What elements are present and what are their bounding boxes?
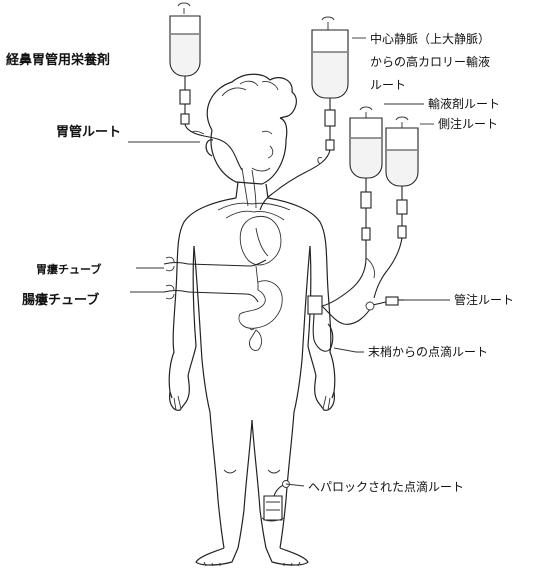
label-side-injection-route: 側注ルート xyxy=(438,116,498,131)
central-venous-bag xyxy=(260,17,348,210)
label-infusion-route: 輸液剤ルート xyxy=(428,96,500,111)
infusion-bag xyxy=(322,107,382,306)
label-central-venous-line1: 中心静脈（上大静脈） xyxy=(370,31,490,46)
label-intestinal-tube: 腸瘻チューブ xyxy=(22,292,99,308)
label-central-venous-line3: ルート xyxy=(370,78,406,92)
label-gastric-tube: 胃瘻チューブ xyxy=(36,262,101,276)
peripheral-line-device xyxy=(308,296,404,351)
label-central-venous-line2: からの高カロリー輸液 xyxy=(370,54,490,69)
label-enteral-nutrient: 経鼻胃管用栄養剤 xyxy=(6,52,110,68)
label-peripheral-drip-route: 末梢からの点滴ルート xyxy=(368,344,488,359)
label-gastric-route: 胃管ルート xyxy=(56,124,121,140)
label-tube-injection-route: 管注ルート xyxy=(454,292,514,307)
jejunostomy-tube xyxy=(164,285,258,302)
label-heparin-lock-route: ヘパロックされた点滴ルート xyxy=(308,479,464,494)
leader-peripheral xyxy=(334,348,364,352)
internal-organs xyxy=(218,168,290,350)
